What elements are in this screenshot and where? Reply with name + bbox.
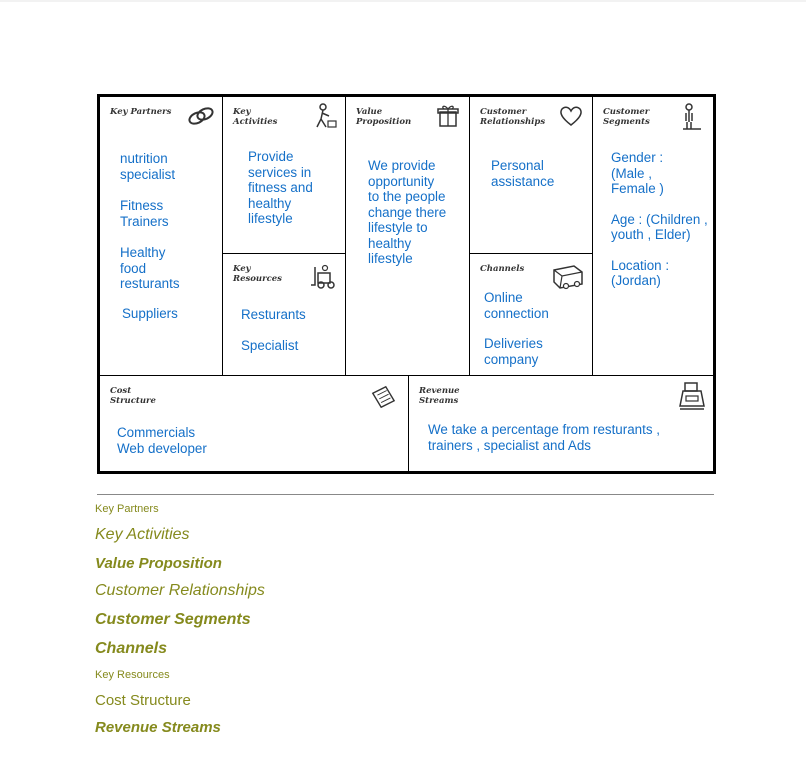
channel-item: Online connection (484, 290, 549, 321)
customer-segment-item: Gender : (Male , Female ) (611, 150, 664, 196)
legend-item: Key Partners (95, 503, 159, 515)
key-activity-item: Provide services in fitness and healthy … (248, 149, 313, 226)
legend-item: Customer Segments (95, 611, 251, 628)
value-proposition-text: We provide opportunity to the people cha… (368, 158, 447, 266)
cost-structure-cell: Cost Structure Commercials Web developer (99, 375, 409, 472)
legend-divider (97, 494, 714, 495)
key-resources-cell: Key Resources Resturants Specialist (222, 253, 346, 376)
value-proposition-cell: Value Proposition We provide opportunity… (345, 96, 470, 376)
person-icon (683, 103, 701, 130)
channel-item: Deliveries company (484, 336, 543, 367)
gift-box-icon (437, 105, 459, 127)
cost-structure-title: Cost Structure (110, 386, 156, 406)
key-resources-title: Key Resources (233, 264, 282, 284)
customer-segments-title: Customer Segments (603, 107, 650, 127)
legend-item: Revenue Streams (95, 719, 221, 736)
customer-segment-item: Location : (Jordan) (611, 257, 670, 289)
revenue-streams-title: Revenue Streams (419, 386, 460, 406)
customer-relationship-item: Personal assistance (491, 158, 555, 189)
cost-item: Commercials (117, 425, 196, 440)
forklift-icon (311, 264, 335, 289)
value-proposition-title: Value Proposition (356, 107, 412, 127)
key-partner-item: Suppliers (122, 305, 178, 321)
top-divider (0, 0, 806, 2)
cost-item: Web developer (117, 440, 207, 456)
legend-item: Key Resources (95, 669, 170, 681)
customer-segment-item: Age : (Children , youth , Elder) (611, 211, 708, 243)
worker-icon (316, 103, 337, 128)
key-partner-item: nutrition specialist (120, 151, 176, 182)
key-activities-title: Key Activities (233, 107, 278, 127)
price-tag-icon (371, 385, 396, 409)
key-partner-item: Fitness Trainers (120, 198, 169, 229)
key-resource-item: Resturants (241, 307, 306, 322)
key-partners-cell: Key Partners nutrition specialist Fitnes… (99, 96, 223, 376)
business-model-canvas: Key Partners nutrition specialist Fitnes… (97, 94, 716, 474)
key-partners-title: Key Partners (110, 107, 172, 117)
legend-item: Customer Relationships (95, 582, 265, 599)
customer-relationships-title: Customer Relationships (480, 107, 546, 127)
customer-segments-cell: Customer Segments Gender : (Male , Femal… (592, 96, 714, 376)
key-activities-cell: Key Activities Provide services in fitne… (222, 96, 346, 254)
key-resource-item: Specialist (241, 337, 299, 353)
delivery-truck-icon (553, 265, 583, 290)
legend-item: Cost Structure (95, 692, 191, 709)
legend-item: Key Activities (95, 526, 190, 543)
revenue-text: We take a percentage from resturants , t… (428, 422, 660, 453)
channels-title: Channels (480, 264, 525, 274)
customer-relationships-cell: Customer Relationships Personal assistan… (469, 96, 593, 254)
revenue-streams-cell: Revenue Streams We take a percentage fro… (408, 375, 714, 472)
legend-item: Channels (95, 640, 168, 657)
legend-item: Value Proposition (95, 555, 222, 572)
cash-register-icon (679, 382, 705, 410)
heart-icon (560, 106, 582, 126)
key-partner-item: Healthy food resturants (120, 245, 180, 291)
chain-link-icon (188, 107, 214, 125)
channels-cell: Channels Online connection Deliveries co… (469, 253, 593, 376)
